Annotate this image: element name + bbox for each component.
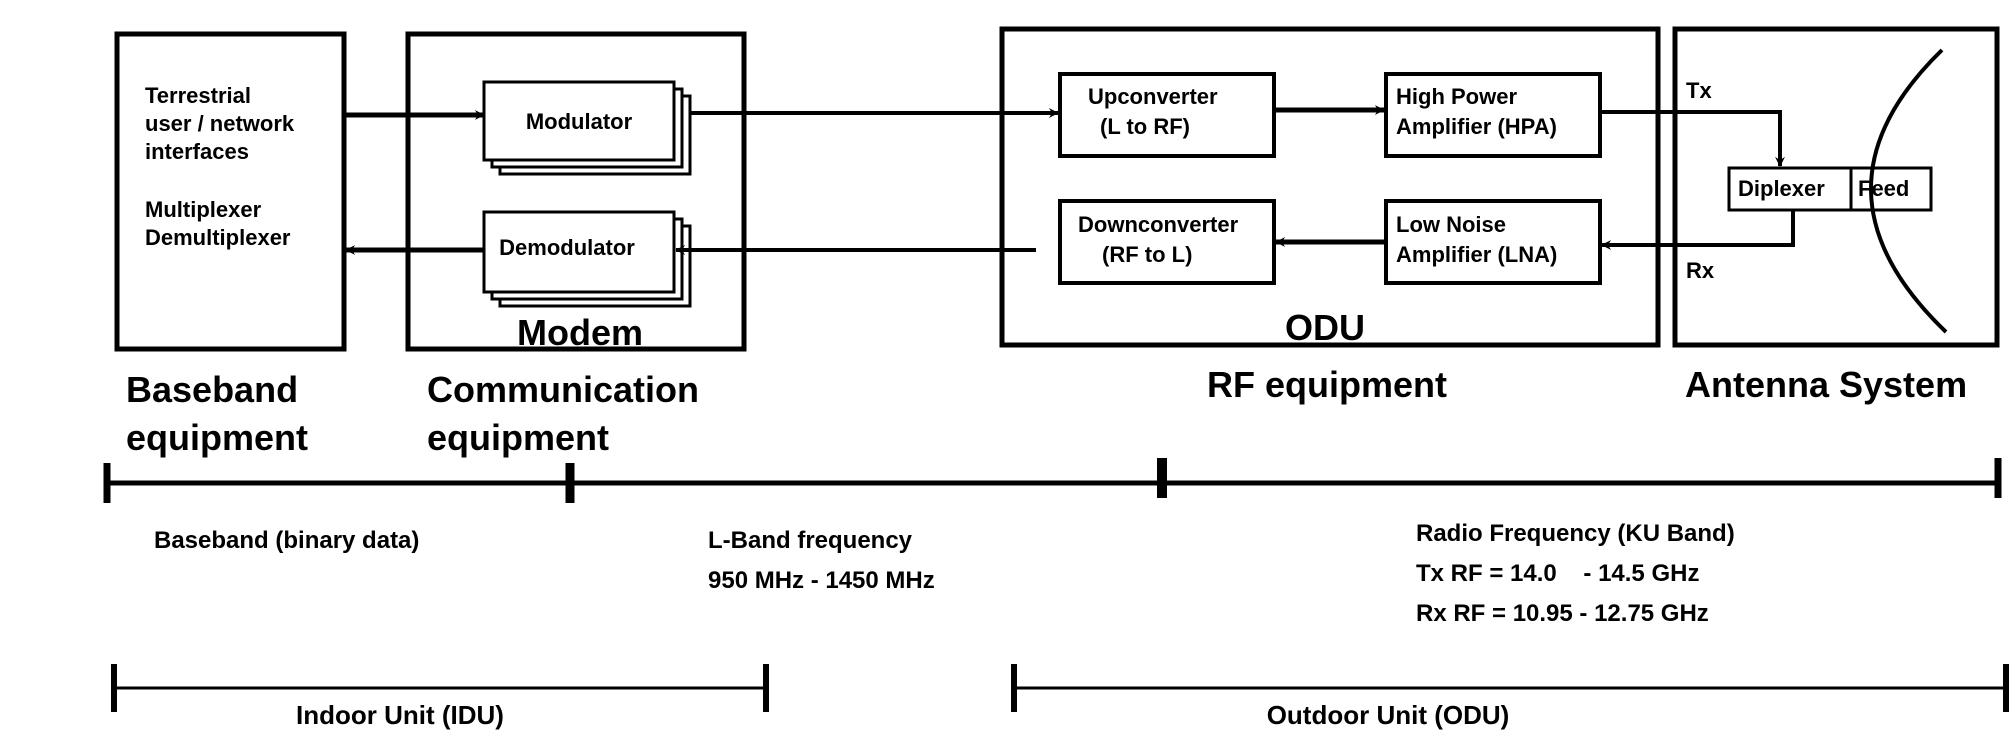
rx-label: Rx: [1686, 258, 1715, 283]
rf-band-label-1: Radio Frequency (KU Band): [1416, 520, 1735, 547]
baseband-text-3: interfaces: [145, 139, 249, 164]
upconverter-label-2: (L to RF): [1100, 114, 1190, 139]
baseband-box: [114, 31, 347, 352]
modulator-stack: [482, 80, 692, 176]
baseband-text-1: Terrestrial: [145, 83, 251, 108]
baseband-band-label: Baseband (binary data): [154, 527, 419, 554]
arrow-diplexer-to-lna: [1601, 210, 1795, 250]
lband-label-1: L-Band frequency: [708, 527, 913, 554]
hpa-label-1: High Power: [1396, 84, 1517, 109]
lna-label-2: Amplifier (LNA): [1396, 242, 1557, 267]
demodulator-stack: [482, 210, 692, 308]
idu-label: Indoor Unit (IDU): [296, 700, 504, 730]
rf-band-label-3: Rx RF = 10.95 - 12.75 GHz: [1416, 600, 1709, 627]
baseband-caption-2: equipment: [126, 417, 308, 458]
lband-label-2: 950 MHz - 1450 MHz: [708, 567, 935, 594]
tx-label: Tx: [1686, 78, 1712, 103]
communication-caption-2: equipment: [427, 417, 609, 458]
arrow-hpa-to-diplexer: [1600, 110, 1785, 167]
demodulator-label: Demodulator: [499, 235, 635, 260]
diplexer-box: [1727, 166, 1853, 212]
odu-span: [1011, 664, 2009, 712]
lna-label-1: Low Noise: [1396, 212, 1506, 237]
odu-label: Outdoor Unit (ODU): [1267, 700, 1510, 730]
rf-band-label-2: Tx RF = 14.0 - 14.5 GHz: [1416, 560, 1699, 587]
baseband-text-4: Multiplexer: [145, 197, 262, 222]
antenna-system-caption: Antenna System: [1685, 364, 1967, 405]
diplexer-label: Diplexer: [1738, 176, 1825, 201]
communication-caption-1: Communication: [427, 369, 699, 410]
rf-equipment-caption: RF equipment: [1207, 364, 1447, 405]
dish-reflector: [1869, 48, 1948, 334]
downconverter-label-1: Downconverter: [1078, 212, 1239, 237]
lna-box: [1384, 199, 1602, 285]
baseband-text-5: Demultiplexer: [145, 225, 291, 250]
frequency-band-scale: [103, 458, 2002, 503]
upconverter-label-1: Upconverter: [1088, 84, 1218, 109]
idu-span: [111, 664, 769, 712]
hpa-label-2: Amplifier (HPA): [1396, 114, 1557, 139]
feed-box: [1849, 166, 1933, 212]
downconverter-box: [1058, 199, 1276, 285]
baseband-text-2: user / network: [145, 111, 295, 136]
modulator-label: Modulator: [526, 109, 633, 134]
odu-title: ODU: [1285, 307, 1365, 348]
hpa-box: [1384, 72, 1602, 158]
upconverter-box: [1058, 72, 1276, 158]
baseband-caption-1: Baseband: [126, 369, 298, 410]
feed-label: Feed: [1858, 176, 1909, 201]
downconverter-label-2: (RF to L): [1102, 242, 1192, 267]
modem-title: Modem: [517, 312, 643, 353]
